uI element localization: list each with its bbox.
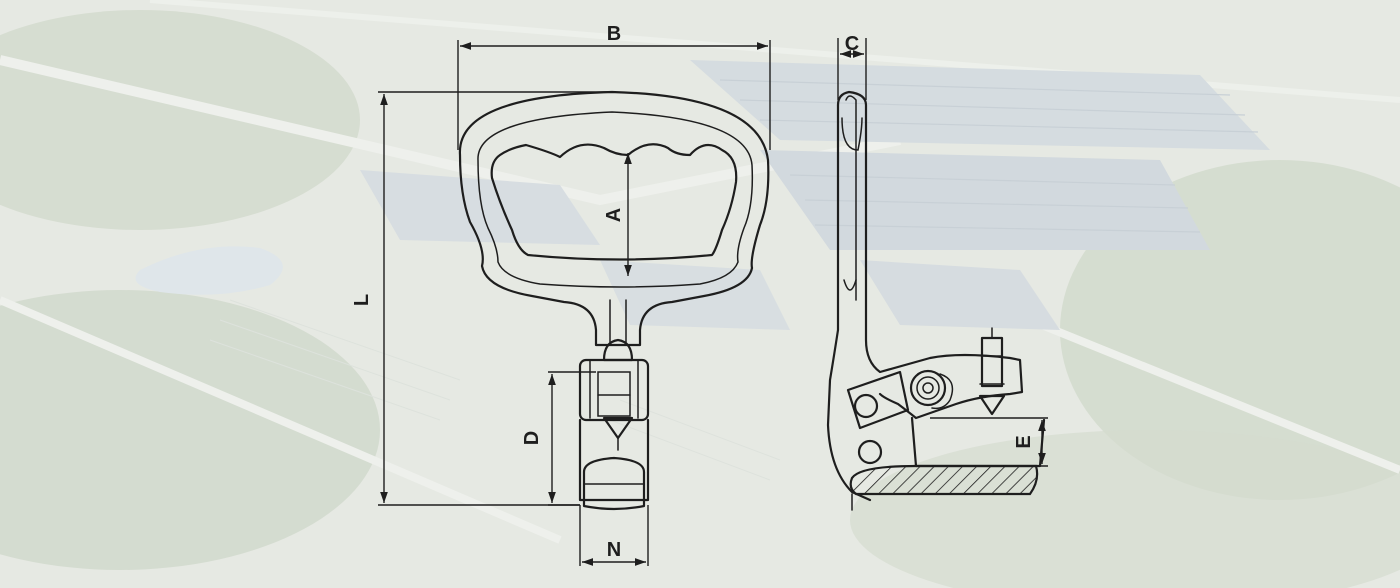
dimension-label-l: L (351, 294, 373, 306)
dimension-label-d: D (521, 431, 543, 445)
handle-grip-window (490, 143, 738, 261)
handle-side-profile (836, 90, 1024, 420)
clamp-upper-body (578, 358, 650, 422)
pivot-pin-head (602, 338, 634, 362)
jaw-pad (582, 456, 646, 511)
side-view-dimensions: C E (837, 33, 1048, 467)
dimension-label-b: B (607, 23, 621, 45)
clamp-lower-jaw (578, 418, 650, 502)
dimension-label-a: A (603, 208, 625, 222)
dimension-label-c: C (845, 33, 859, 55)
jaw-section-hatched (849, 464, 1039, 496)
pivot-hole-lower (857, 439, 883, 465)
pivot-hole-upper (853, 393, 879, 419)
dimension-label-n: N (607, 539, 621, 561)
locking-screw (980, 336, 1004, 388)
side-view (826, 90, 1046, 511)
front-view-dimensions: B L A D N (351, 23, 771, 566)
handle-middle-contour (477, 111, 754, 288)
handle-outer-outline (458, 90, 770, 347)
dimension-label-e: E (1013, 435, 1035, 448)
cam-spring (909, 369, 947, 407)
front-view (458, 90, 770, 511)
